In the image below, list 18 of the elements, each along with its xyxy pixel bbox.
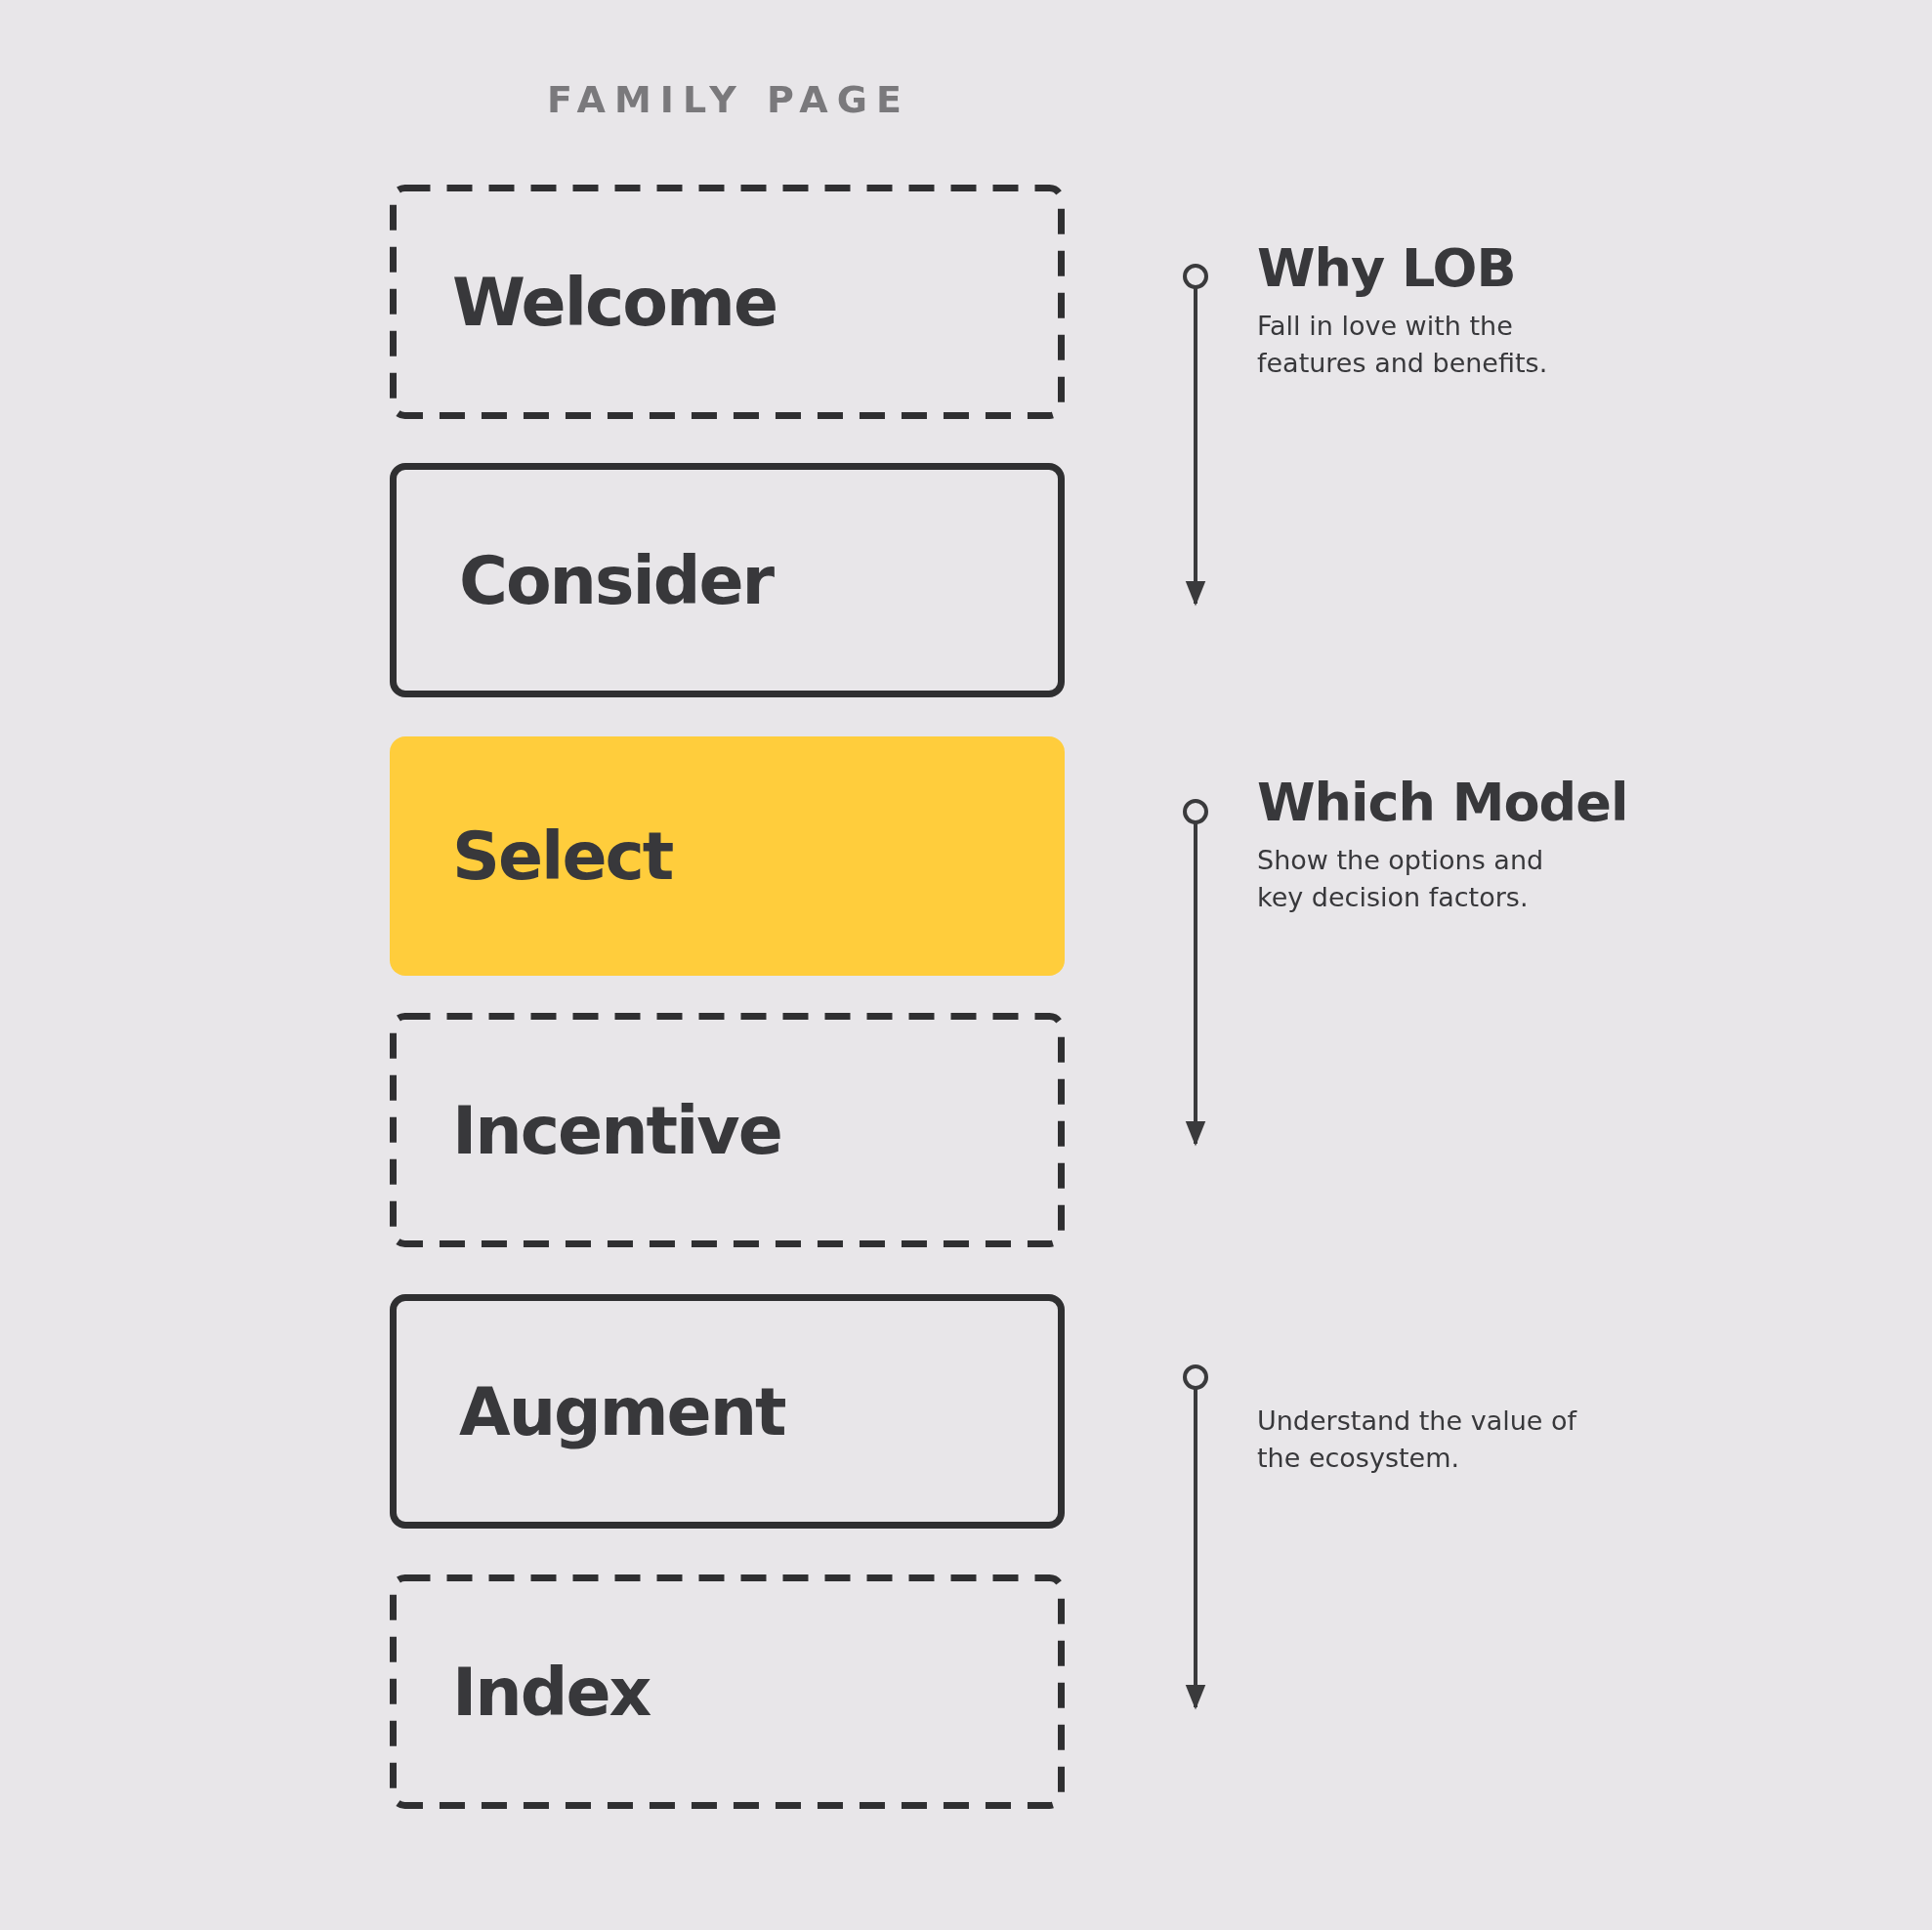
step-label: Select (452, 818, 673, 895)
step-label: Index (452, 1653, 651, 1731)
section-heading: Why LOB (1257, 237, 1516, 299)
step-box (390, 463, 1065, 697)
step-box (390, 1294, 1065, 1529)
section-description: Understand the value of the ecosystem. (1257, 1405, 1578, 1475)
step-label: Welcome (452, 263, 777, 341)
optional-step-box (390, 185, 1065, 419)
optional-step-box (390, 1574, 1065, 1809)
section-description: Show the options and key decision factors. (1257, 844, 1545, 914)
page-title: FAMILY PAGE (547, 78, 910, 121)
section-heading: Which Model (1257, 772, 1628, 833)
step-label: Incentive (452, 1091, 781, 1169)
optional-step-box (390, 1013, 1065, 1247)
section-description: Fall in love with the features and benefits. (1257, 310, 1549, 380)
step-label: Consider (459, 541, 774, 619)
step-label: Augment (459, 1372, 785, 1450)
highlighted-step-box (390, 736, 1065, 976)
